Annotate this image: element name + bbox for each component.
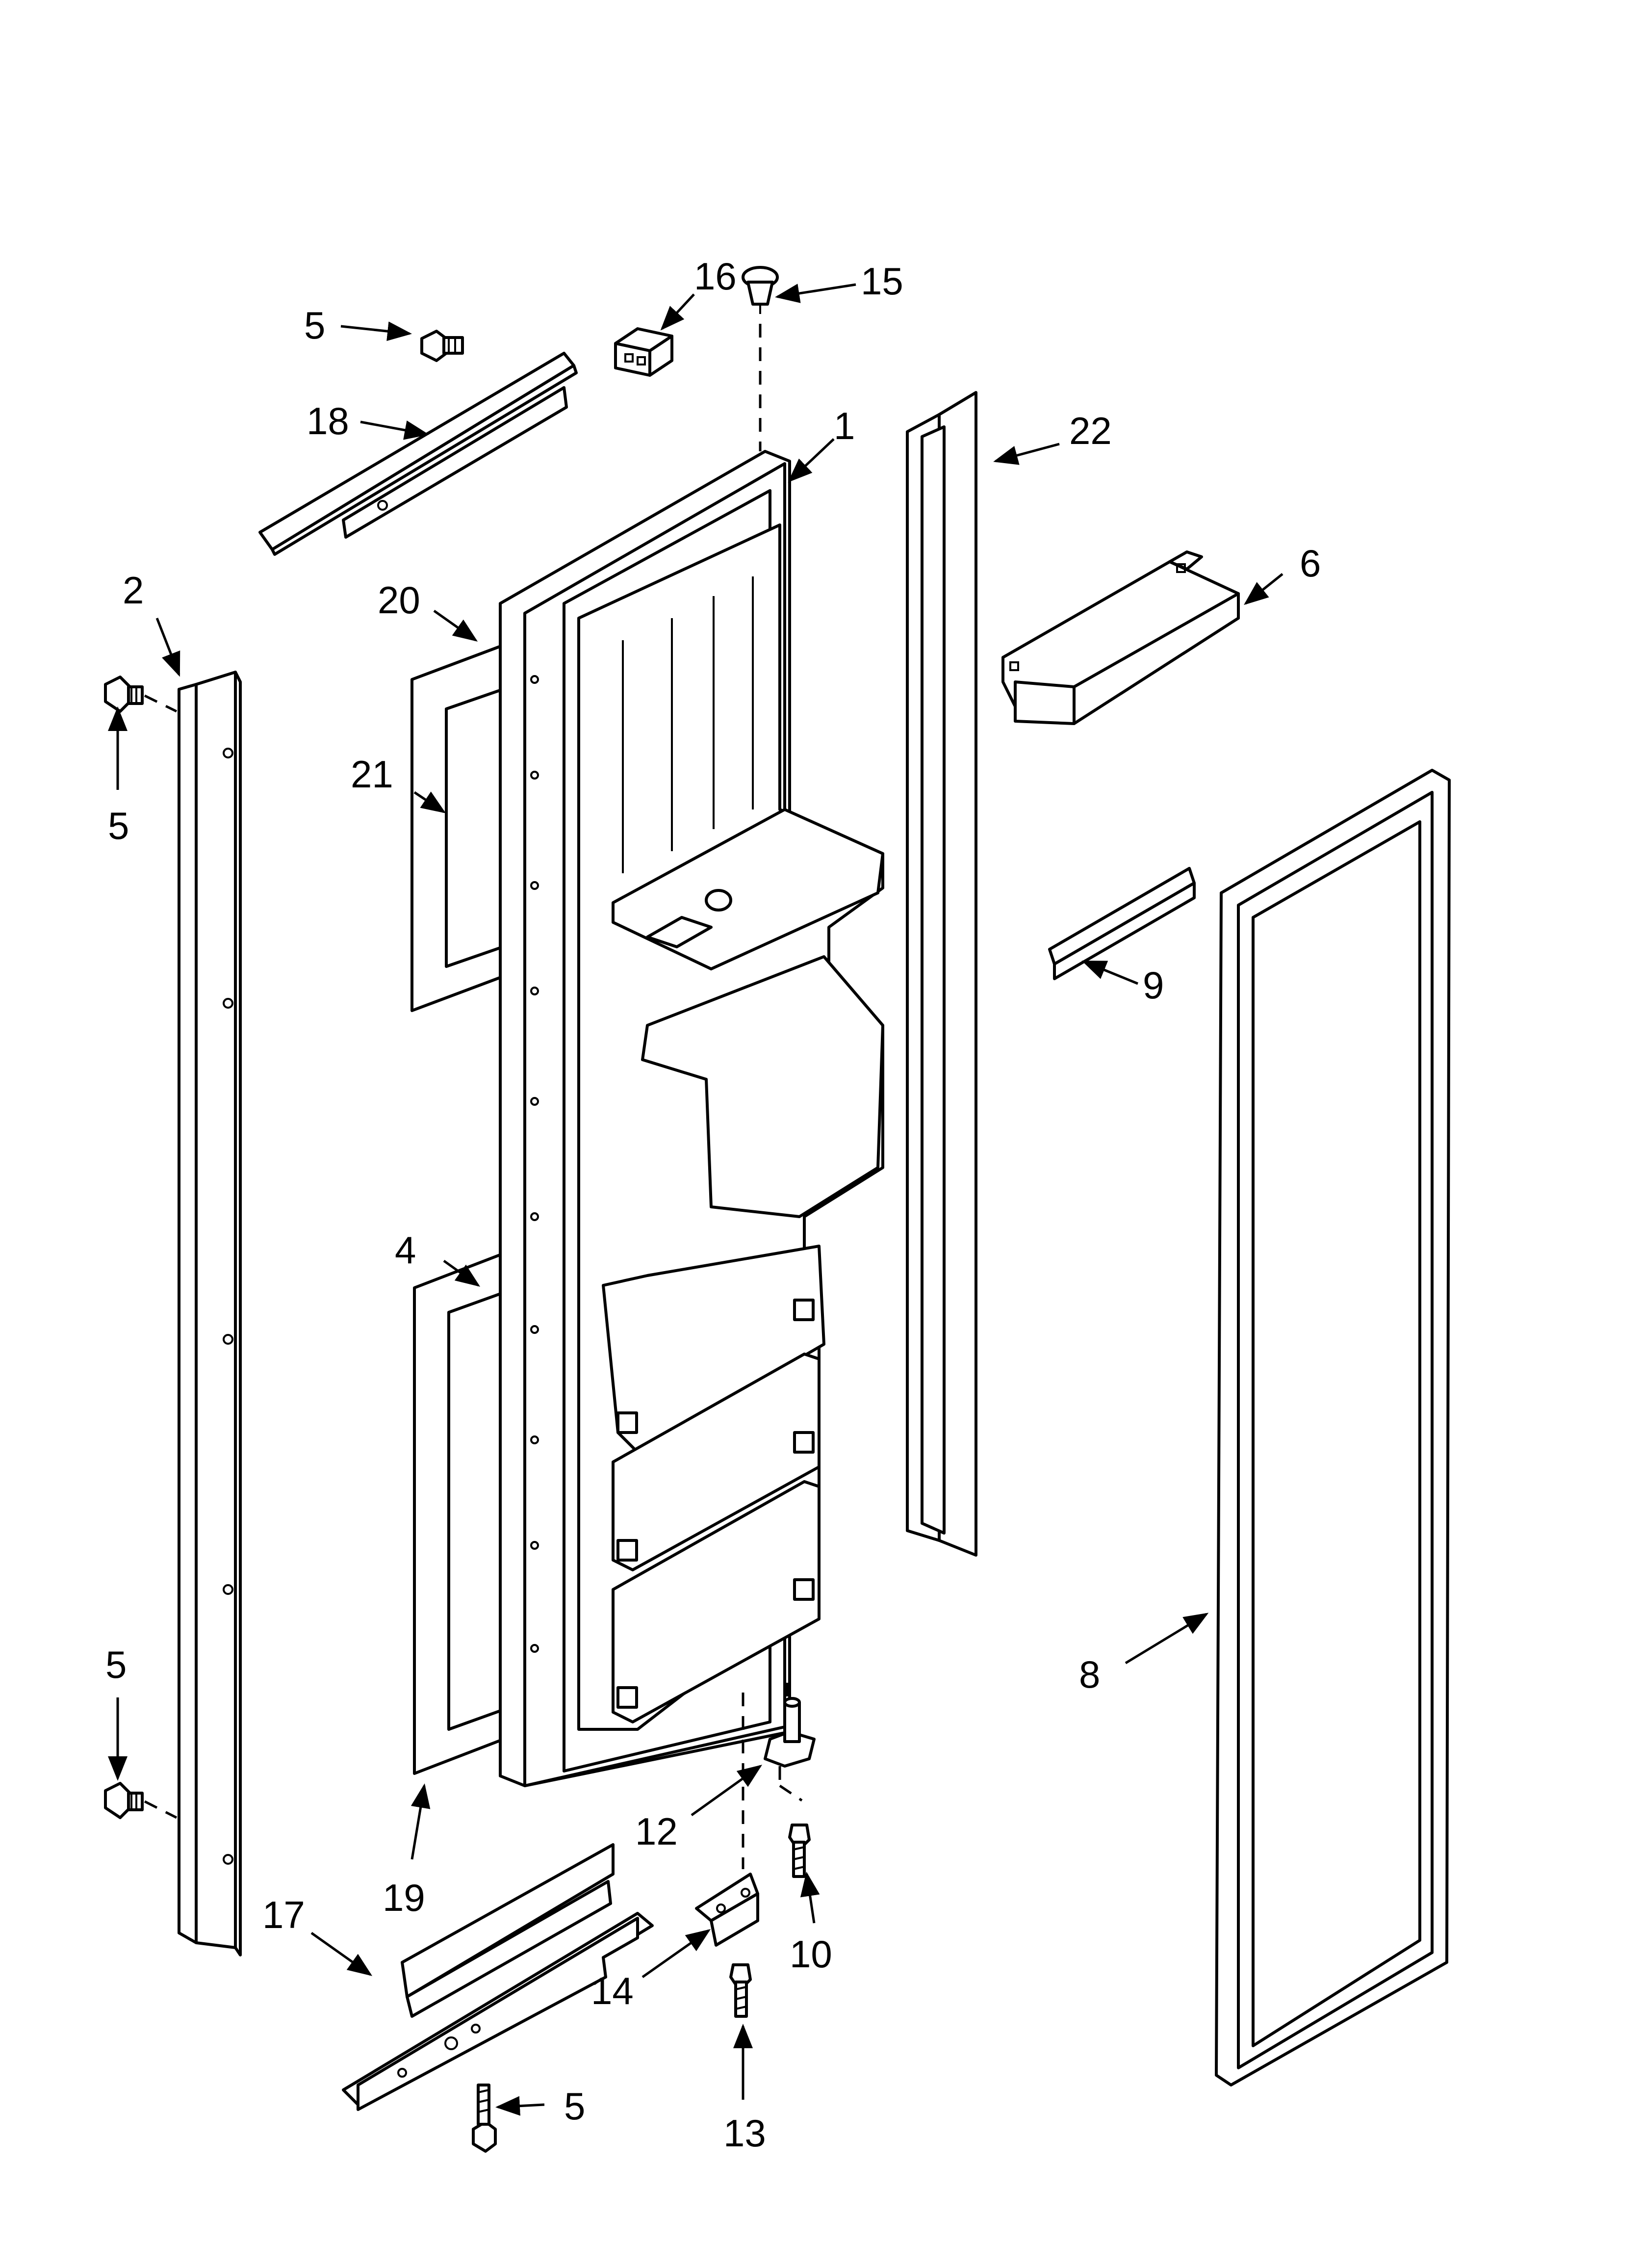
callout-1: 1 [834, 404, 855, 447]
callout-16: 16 [694, 255, 737, 298]
leader-lines [108, 283, 1283, 2116]
part-18-top-bracket [258, 352, 578, 556]
screw-5-top [420, 330, 464, 362]
part-19-lower-frame [413, 1250, 512, 1775]
callout-19: 19 [383, 1876, 425, 1919]
callout-18: 18 [307, 399, 349, 443]
callout-5-top: 5 [304, 304, 325, 347]
callout-4: 4 [395, 1228, 416, 1272]
part-12-hinge-pin [764, 1683, 816, 1802]
callout-5-bottom: 5 [564, 2085, 585, 2128]
part-16-switch [614, 327, 673, 377]
callout-labels: 1 2 4 5 5 5 5 6 8 9 10 12 13 14 15 16 17… [105, 255, 1321, 2155]
part-14-hinge-plate [695, 1693, 759, 1947]
callout-22: 22 [1069, 409, 1112, 452]
callout-21: 21 [351, 753, 393, 796]
callout-2: 2 [123, 569, 144, 612]
callout-12: 12 [635, 1810, 678, 1853]
callout-5-lower-left: 5 [105, 1643, 127, 1686]
callout-20: 20 [378, 578, 420, 622]
part-9-rail [1048, 867, 1196, 980]
part-1-door-liner [499, 450, 884, 1787]
callout-13: 13 [723, 2112, 766, 2155]
part-20-upper-frame [410, 641, 512, 1012]
part-8-gasket [1215, 769, 1451, 2086]
callout-14: 14 [591, 1969, 634, 2012]
screw-5-bottom [472, 2084, 497, 2153]
callout-8: 8 [1079, 1653, 1100, 1696]
part-17-bottom-bracket [342, 1843, 654, 2111]
part-13-screw [729, 1963, 752, 2018]
part-10-screw [788, 1824, 811, 1878]
screw-5-upper-left [104, 676, 178, 713]
callout-5-upper-left: 5 [108, 804, 129, 847]
part-15-plug [742, 266, 779, 451]
callout-6: 6 [1300, 542, 1321, 585]
callout-15: 15 [861, 260, 903, 303]
part-2-left-trim [178, 671, 242, 1956]
callout-17: 17 [262, 1893, 305, 1936]
callout-9: 9 [1143, 964, 1164, 1007]
callout-10: 10 [790, 1932, 832, 1976]
part-22-right-trim [906, 391, 977, 1557]
screw-5-lower-left [104, 1782, 178, 1819]
part-6-handle-bracket [1001, 550, 1240, 725]
